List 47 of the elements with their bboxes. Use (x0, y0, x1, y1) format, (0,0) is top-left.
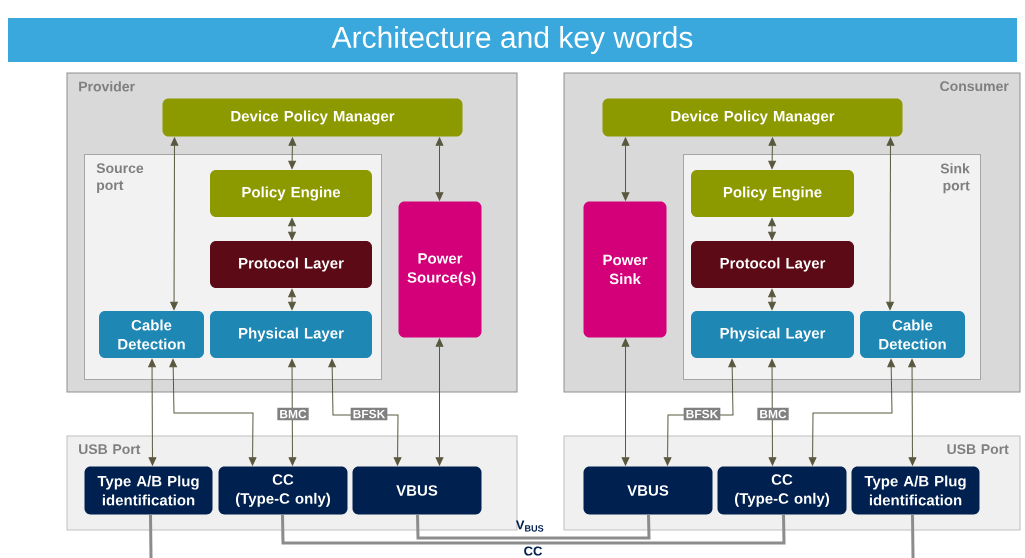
port-box: Type A/B Plug identification (84, 466, 213, 515)
power-box: Power Source(s) (398, 201, 482, 338)
edge-label: BMC (757, 407, 789, 421)
title-banner: Architecture and key words (8, 18, 1017, 62)
layer-box: Physical Layer (210, 311, 372, 358)
arrow (288, 217, 296, 241)
layer-box: Protocol Layer (691, 241, 854, 288)
arrow (768, 137, 777, 170)
port-box: VBUS (583, 466, 713, 515)
wire (149, 514, 153, 558)
layer-box: Protocol Layer (210, 241, 372, 288)
edge-label: CC (524, 546, 543, 556)
arrow (435, 338, 444, 466)
arrow (288, 358, 297, 466)
port-box: CC (Type-C only) (717, 466, 847, 515)
arrow (288, 288, 296, 311)
edge-label: BFSK (350, 407, 388, 421)
layer-box: Cable Detection (860, 311, 965, 358)
arrow (908, 358, 917, 466)
power-box: Power Sink (583, 201, 667, 338)
wire (281, 514, 786, 545)
arrow (768, 288, 776, 311)
arrow (169, 358, 257, 466)
policy-box: Device Policy Manager (162, 98, 463, 137)
arrow (435, 137, 444, 201)
wire (416, 514, 651, 540)
port-box: VBUS (352, 466, 482, 515)
policy-box: Policy Engine (691, 170, 854, 217)
layer-box: Cable Detection (99, 311, 204, 358)
layer-box: Physical Layer (691, 311, 854, 358)
edge-label: BFSK (683, 407, 721, 421)
policy-box: Policy Engine (210, 170, 372, 217)
arrow (621, 338, 630, 466)
arrow (288, 137, 297, 170)
policy-box: Device Policy Manager (602, 98, 903, 137)
arrow (170, 137, 179, 311)
edge-label: V$_{BUS}$ (515, 520, 544, 532)
arrow (808, 358, 895, 466)
wire (911, 514, 915, 558)
port-box: CC (Type-C only) (218, 466, 348, 515)
arrow (148, 358, 157, 466)
edge-label: BMC (277, 407, 309, 421)
arrow (886, 137, 895, 311)
arrow (768, 358, 777, 466)
arrow (621, 137, 630, 201)
arrow (768, 217, 776, 241)
port-box: Type A/B Plug identification (851, 466, 980, 515)
